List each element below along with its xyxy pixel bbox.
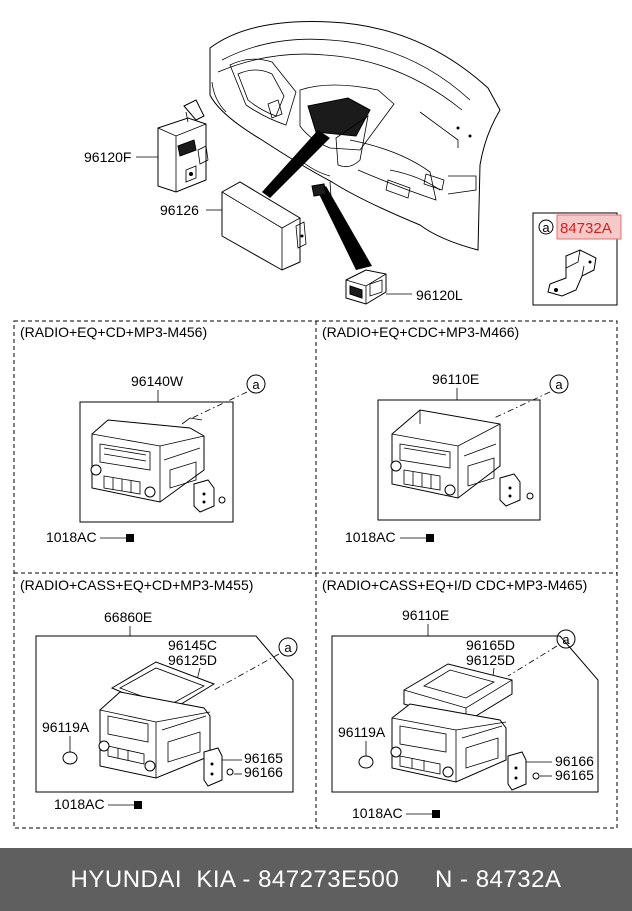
label-84732A: 84732A — [560, 220, 612, 237]
section-4-callout: a — [562, 632, 570, 647]
section-2-callout: a — [555, 377, 563, 392]
dashboard-illustration — [209, 21, 501, 270]
inset-84732A: a 84732A — [532, 212, 622, 306]
section-3-sub2-label: 96125D — [168, 652, 217, 668]
section-4: (RADIO+CASS+EQ+I/D CDC+MP3-M465) 96110E … — [322, 577, 599, 821]
section-4-bracket2-label: 96165 — [555, 767, 594, 783]
section-1-screw-label: 1018AC — [46, 529, 97, 545]
section-4-knob-label: 96119A — [338, 724, 386, 740]
highlight-box — [556, 214, 622, 240]
section-2: (RADIO+EQ+CDC+MP3-M466) 96110E a 1018AC — [322, 324, 569, 545]
section-3-title: (RADIO+CASS+EQ+CD+MP3-M455) — [20, 577, 253, 593]
section-4-title: (RADIO+CASS+EQ+I/D CDC+MP3-M465) — [322, 577, 587, 593]
section-3-unit-label: 66860E — [104, 609, 152, 625]
label-96120F: 96120F — [84, 149, 131, 165]
section-1-title: (RADIO+EQ+CD+MP3-M456) — [20, 324, 207, 340]
label-96126: 96126 — [160, 202, 199, 218]
section-1: (RADIO+EQ+CD+MP3-M456) 96140W a 1018AC — [20, 324, 266, 545]
section-3-bracket1-label: 96165 — [244, 750, 283, 766]
section-2-screw-label: 1018AC — [345, 529, 396, 545]
inset-callout-a: a — [542, 220, 550, 235]
parts-diagram: 96120F 96126 96120L a 84732A — [13, 21, 622, 829]
section-3: (RADIO+CASS+EQ+CD+MP3-M455) 66860E 96145… — [20, 577, 298, 812]
section-grid — [13, 320, 618, 829]
footer-bar: HYUNDAI KIA - 847273E500 N - 84732A — [0, 848, 632, 911]
section-4-unit-label: 96110E — [402, 607, 449, 623]
section-3-knob-label: 96119A — [42, 719, 90, 735]
section-3-screw-label: 1018AC — [54, 796, 105, 812]
section-4-sub1-label: 96165D — [466, 637, 515, 653]
section-4-screw-label: 1018AC — [352, 805, 403, 821]
section-3-callout: a — [284, 640, 292, 655]
part-96120L — [345, 269, 412, 305]
part-96126 — [206, 181, 307, 271]
section-3-sub1-label: 96145C — [168, 637, 217, 653]
section-4-bracket1-label: 96166 — [555, 753, 594, 769]
footer-part-numbers: HYUNDAI KIA - 847273E500 N - 84732A — [70, 865, 562, 893]
section-1-unit-label: 96140W — [131, 373, 184, 389]
part-96120F — [136, 99, 209, 193]
section-1-callout: a — [252, 377, 260, 392]
section-4-sub2-label: 96125D — [466, 652, 515, 668]
section-2-unit-label: 96110E — [432, 371, 479, 387]
section-3-bracket2-label: 96166 — [244, 764, 283, 780]
label-96120L: 96120L — [416, 287, 463, 303]
section-2-title: (RADIO+EQ+CDC+MP3-M466) — [322, 324, 519, 340]
